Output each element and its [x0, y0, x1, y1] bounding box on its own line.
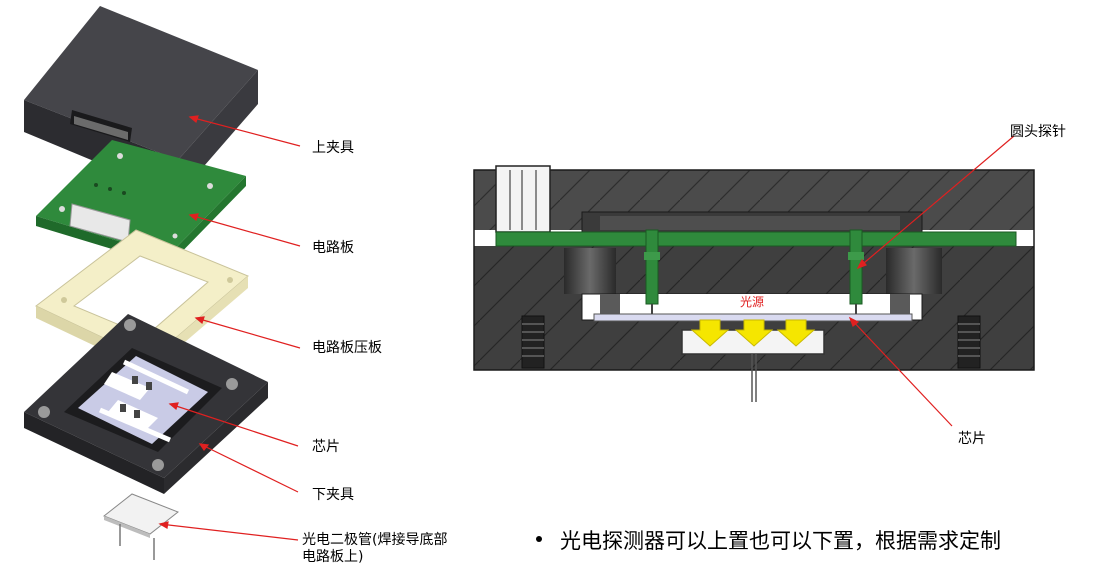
label-board-press-plate: 电路板压板 — [312, 340, 382, 356]
label-lower-fixture: 下夹具 — [312, 487, 354, 503]
left-leader-lines — [158, 115, 301, 541]
label-upper-fixture: 上夹具 — [312, 140, 354, 156]
label-photodiode: 光电二极管(焊接导底部电路板上) — [302, 532, 448, 565]
label-circuit-board: 电路板 — [312, 240, 354, 256]
cross-section: 光源 — [473, 165, 1035, 402]
label-chip-right: 芯片 — [958, 431, 986, 447]
label-chip-left: 芯片 — [312, 439, 340, 455]
right-leader-lines — [848, 135, 1015, 427]
light-arrows — [690, 319, 816, 347]
bullet-text: 光电探测器可以上置也可以下置，根据需求定制 — [560, 529, 1001, 553]
light-source-label: 光源 — [740, 295, 764, 309]
chip-left — [78, 356, 208, 444]
bullet-note: 光电探测器可以上置也可以下置，根据需求定制 — [536, 525, 1001, 555]
label-round-probe: 圆头探针 — [1010, 124, 1066, 140]
circuit-board — [36, 140, 246, 266]
bullet-dot — [536, 536, 542, 542]
